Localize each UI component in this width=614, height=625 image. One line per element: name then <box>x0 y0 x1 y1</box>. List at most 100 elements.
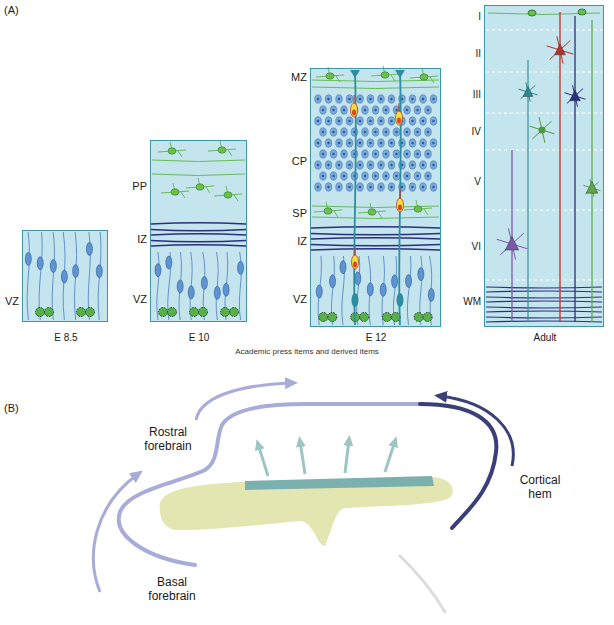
progenitor-nucleus <box>340 261 346 274</box>
hem-arrow <box>440 396 513 466</box>
neuron-body <box>218 147 226 153</box>
cell-nucleus <box>411 120 413 122</box>
neurite <box>559 12 560 322</box>
cell-nucleus <box>422 164 424 166</box>
cell-nucleus <box>332 109 334 111</box>
cell-nucleus <box>348 98 350 100</box>
cortical-plate-cell <box>336 139 343 147</box>
cortical-plate-cell <box>372 172 379 180</box>
cell-nucleus <box>348 164 350 166</box>
cortical-plate-cell <box>357 161 364 169</box>
layer-label: IZ <box>297 235 307 247</box>
cortical-plate-cell <box>414 172 421 180</box>
white-matter-fiber <box>486 287 602 288</box>
neuron-dendrite <box>214 186 242 201</box>
progenitor-nucleus <box>392 275 398 288</box>
cell-nucleus <box>411 186 413 188</box>
cell-nucleus <box>369 164 371 166</box>
migrating-nucleus <box>353 262 357 268</box>
cortical-plate-cell <box>409 139 416 147</box>
layer-label: CP <box>292 155 307 167</box>
cortical-plate-cell <box>420 117 427 125</box>
cortical-plate-cell <box>362 128 369 136</box>
neuron-body <box>171 189 179 195</box>
migrating-nucleus <box>398 205 402 211</box>
layer-boundary <box>486 149 602 150</box>
stage-label: E 8.5 <box>54 332 77 343</box>
cell-nucleus <box>422 142 424 144</box>
cortical-plate-cell <box>336 161 343 169</box>
cell-nucleus <box>380 98 382 100</box>
region-label: Cortical hem <box>510 474 570 502</box>
cell-nucleus <box>411 164 413 166</box>
cortical-plate-cell <box>388 117 395 125</box>
cell-nucleus <box>359 120 361 122</box>
cortical-plate-cell <box>330 128 337 136</box>
panel-ground <box>22 230 108 322</box>
white-matter-fiber <box>486 307 602 308</box>
region-label: Rostral forebrain <box>132 426 204 454</box>
cell-nucleus <box>422 186 424 188</box>
cortical-plate-cell <box>404 128 411 136</box>
cortical-plate-cell <box>383 150 390 158</box>
cortical-plate-cell <box>320 150 327 158</box>
cortical-plate-cell <box>325 161 332 169</box>
cortical-plate-cell <box>330 150 337 158</box>
layer-label: SP <box>292 207 307 219</box>
migrating-neuron <box>351 103 358 117</box>
neuron-dendrite <box>314 202 342 217</box>
dendrite-tree <box>583 179 600 197</box>
neuron-body <box>326 73 334 79</box>
pyramidal-cell <box>523 87 533 97</box>
tangential-fiber <box>312 87 439 89</box>
layer-label: V <box>474 176 481 187</box>
cell-nucleus <box>343 175 345 177</box>
cell-nucleus <box>338 142 340 144</box>
layer-boundary <box>486 279 602 280</box>
progenitor-nucleus <box>223 283 229 296</box>
cell-nucleus <box>432 98 434 100</box>
cell-nucleus <box>348 186 350 188</box>
cell-nucleus <box>395 175 397 177</box>
cortical-plate-cell <box>330 172 337 180</box>
radial-process <box>216 252 218 320</box>
cell-nucleus <box>416 109 418 111</box>
progenitor-nucleus <box>428 288 434 301</box>
layer-label: III <box>473 89 481 100</box>
dividing-cell <box>86 308 95 317</box>
cell-nucleus <box>390 98 392 100</box>
cortical-plate-cell <box>378 117 385 125</box>
progenitor-nucleus <box>355 272 361 285</box>
stage-panel: VZE 8.5 <box>22 230 108 322</box>
layer-label: WM <box>463 296 481 307</box>
cortical-plate-cell <box>393 150 400 158</box>
layer-boundary <box>486 209 602 210</box>
cortical-hem-outline <box>420 404 496 528</box>
progenitor-nucleus <box>418 268 424 281</box>
cortical-plate-cell <box>430 117 437 125</box>
cell-nucleus <box>427 175 429 177</box>
pyramidal-cell <box>570 90 581 101</box>
cell-nucleus <box>322 109 324 111</box>
cortical-plate-cell <box>420 183 427 191</box>
cortical-plate-cell <box>414 150 421 158</box>
neuron-dendrite <box>186 178 214 193</box>
radial-process <box>27 232 29 320</box>
dividing-cell <box>414 313 423 322</box>
migrating-neuron <box>397 198 404 212</box>
cell-nucleus <box>385 109 387 111</box>
cortical-plate-cell <box>388 161 395 169</box>
cortical-plate-cell <box>362 172 369 180</box>
axon-fiber <box>151 223 246 224</box>
cortical-plate-cell <box>367 95 374 103</box>
stellate-cell <box>539 127 546 134</box>
dividing-cell <box>328 313 337 322</box>
credit-note: Academic press items and derived items <box>235 347 379 356</box>
tangential-fiber <box>152 160 245 162</box>
cell-nucleus <box>369 142 371 144</box>
axon-fiber <box>311 249 440 250</box>
cell-nucleus <box>432 186 434 188</box>
neuron-dendrite <box>316 67 344 82</box>
cortical-plate-cell <box>357 117 364 125</box>
